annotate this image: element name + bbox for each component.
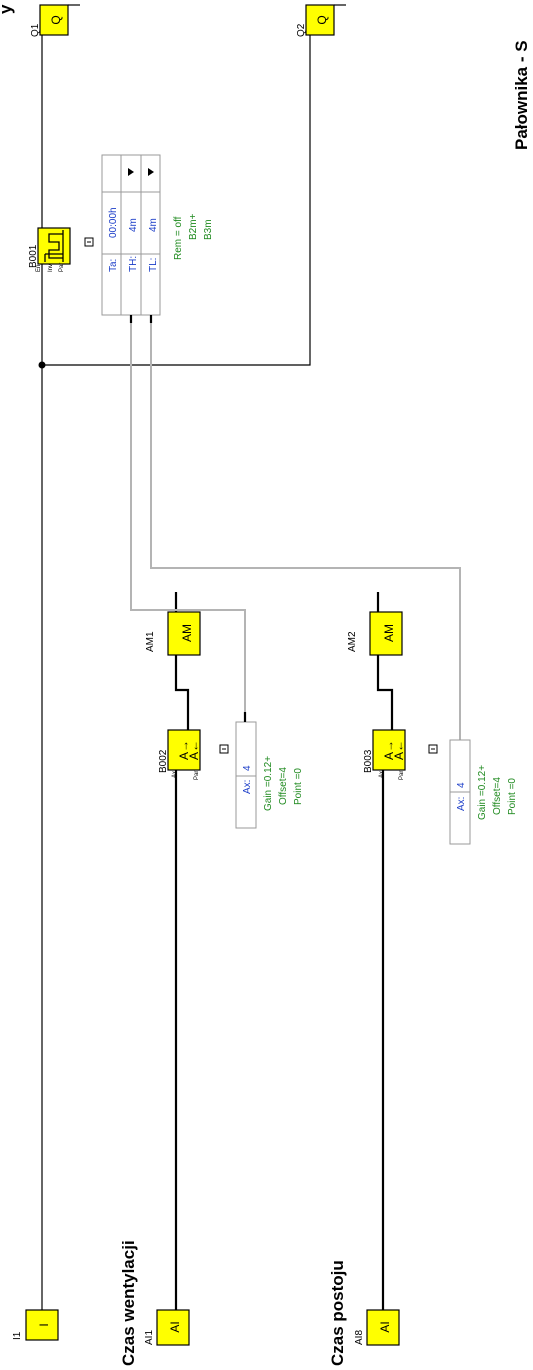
b003-param-label: Ax: [456,797,467,811]
ai8-label: AI8 [354,1330,365,1345]
b003-param-box[interactable] [449,739,471,845]
i1-symbol: I [37,1323,51,1326]
title-main: Pałownika - S [512,40,531,150]
am2-label: AM2 [347,631,358,652]
output-q2[interactable]: Q [305,4,335,36]
b003-note-offset: Offset=4 [492,777,503,815]
ai8-symbol: AI [378,1321,392,1332]
b003-pin-par: Par [399,771,405,780]
block-b001[interactable] [37,227,71,265]
b001-pin-par: Par [59,263,65,272]
b002-symbol-bottom: A← [187,740,201,760]
b002-param-box[interactable] [235,721,257,829]
b002-pin-ax: Ax [172,771,178,778]
b002-param-value: 4 [242,765,253,771]
b001-param-th-label: TH: [128,256,139,272]
q1-symbol: Q [49,15,63,24]
ai1-symbol: AI [168,1321,182,1332]
ai1-label: AI1 [144,1330,155,1345]
b003-note-point: Point =0 [507,778,518,815]
b001-param-tl-label: TL: [148,258,159,272]
b001-param-ta-label: Ta: [108,259,119,272]
b003-symbol-top: A→ [382,740,396,760]
am2-symbol: AM [382,624,396,642]
b001-note-rem: Rem = off [173,216,184,260]
b001-pin-inv: Inv [48,264,54,272]
wire-branch-q2 [42,20,311,366]
b001-collapse-icon[interactable] [84,237,94,247]
title-standstill: Czas postoju [328,1260,347,1366]
b001-note-b2m: B2m+ [188,213,199,240]
input-i1[interactable]: I [25,1309,59,1341]
b001-param-box[interactable] [101,154,161,316]
i1-label: I1 [12,1331,23,1340]
b001-param-ta-value: 00:00h [108,207,119,238]
q1-label: Q1 [30,23,41,37]
wire-b002-am1 [174,655,190,730]
b001-pin-en: En [36,265,42,272]
wire-b003-am2 [376,655,394,730]
output-q1[interactable]: Q [39,4,69,36]
am1-symbol: AM [180,624,194,642]
b002-note-point: Point =0 [293,768,304,805]
q2-label: Q2 [296,23,307,37]
junction-dot [38,361,46,369]
block-am2[interactable]: AM [369,611,403,656]
b001-th-dropdown-icon[interactable] [148,168,154,176]
param-link-ta-b002 [130,310,246,780]
b003-label: B003 [363,749,374,773]
b002-symbol-top: A→ [177,740,191,760]
b002-note-offset: Offset=4 [278,767,289,805]
b003-collapse-icon[interactable] [428,744,438,754]
b002-pin-par: Par [194,771,200,780]
block-b002[interactable]: A→ A← [167,729,201,771]
b002-note-gain: Gain =0.12+ [263,756,274,811]
b001-label: B001 [28,244,39,268]
b001-param-tl-value: 4m [148,218,159,232]
b001-ta-dropdown-icon[interactable] [128,168,134,176]
b002-collapse-icon[interactable] [219,744,229,754]
input-ai1[interactable]: AI [156,1309,190,1346]
b003-note-gain: Gain =0.12+ [477,765,488,820]
b003-pin-ax: Ax [379,771,385,778]
input-ai8[interactable]: AI [366,1309,400,1346]
b003-symbol-bottom: A← [392,740,406,760]
am1-label: AM1 [145,631,156,652]
b001-param-th-value: 4m [128,218,139,232]
title-partial-top: y [0,4,15,14]
b001-note-b3m: B3m [203,219,214,240]
b002-param-label: Ax: [242,780,253,794]
b003-param-value: 4 [456,782,467,788]
param-link-tl-b003 [150,310,461,740]
b002-label: B002 [158,749,169,773]
pulse-icon [44,233,63,262]
block-am1[interactable]: AM [167,611,201,656]
title-ventilation: Czas wentylacji [119,1240,138,1366]
block-b003[interactable]: A→ A← [372,729,406,771]
q2-symbol: Q [315,15,329,24]
